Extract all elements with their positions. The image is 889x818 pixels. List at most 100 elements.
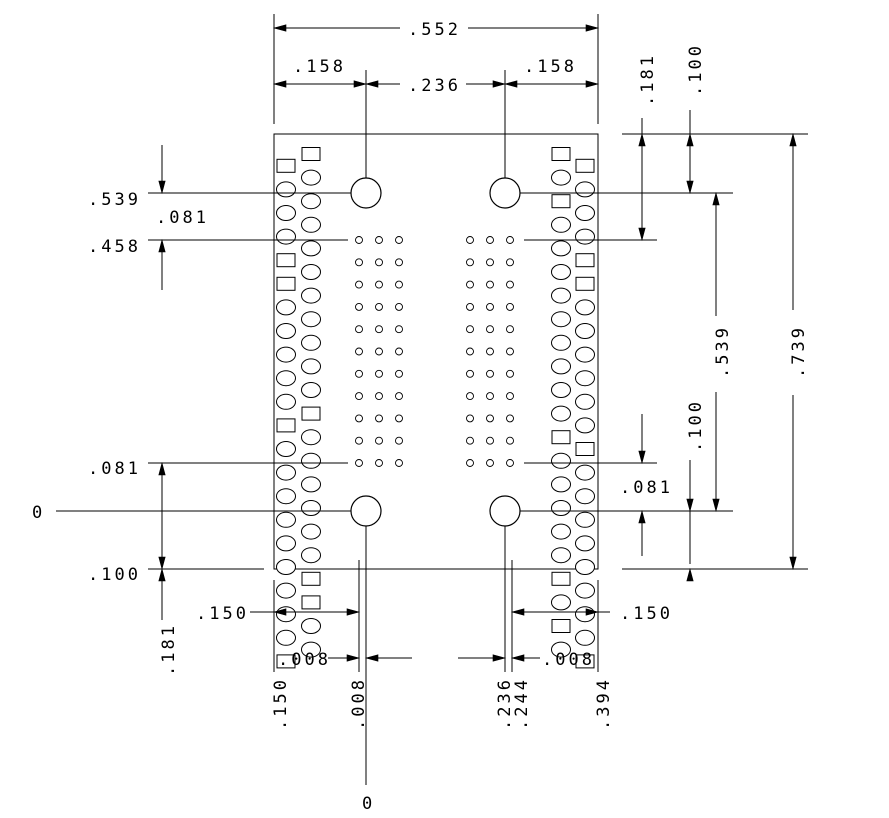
dimension-arrowhead bbox=[585, 24, 600, 32]
square-pad bbox=[551, 430, 571, 445]
right-pad-column bbox=[551, 147, 595, 669]
pin-hole bbox=[466, 436, 474, 445]
dimension-arrowhead bbox=[638, 132, 646, 147]
oval-pad bbox=[276, 228, 296, 245]
oval-pad bbox=[276, 346, 296, 363]
oval-pad bbox=[575, 181, 595, 198]
pin-hole bbox=[486, 236, 494, 244]
oval-pad bbox=[301, 193, 321, 210]
pin-hole bbox=[375, 414, 383, 423]
oval-pad bbox=[301, 382, 321, 398]
pin-hole bbox=[466, 236, 474, 244]
pin-hole bbox=[375, 325, 383, 334]
oval-pad bbox=[301, 311, 321, 328]
dim-bottom-zero: 0 bbox=[362, 794, 375, 814]
pin-hole bbox=[355, 258, 363, 267]
pin-hole bbox=[466, 302, 474, 311]
oval-pad bbox=[551, 523, 571, 540]
left-pad-column bbox=[276, 147, 321, 669]
dimension-arrowhead bbox=[272, 24, 287, 32]
pin-hole bbox=[486, 325, 494, 334]
oval-pad bbox=[276, 323, 296, 339]
oval-pad bbox=[301, 334, 321, 351]
oval-pad bbox=[575, 299, 595, 316]
pin-hole bbox=[395, 436, 403, 445]
pin-hole bbox=[375, 459, 383, 467]
dimension-arrowhead bbox=[346, 654, 361, 662]
dim-bottom-right-008: .008 bbox=[542, 650, 595, 670]
pin-hole bbox=[466, 347, 474, 356]
dim-right-539: .539 bbox=[713, 325, 733, 378]
oval-pad bbox=[551, 547, 571, 564]
oval-pad bbox=[301, 287, 321, 304]
dimension-arrowhead bbox=[158, 461, 166, 476]
dimension-arrowhead bbox=[638, 227, 646, 242]
dimension-arrowhead bbox=[712, 191, 720, 206]
oval-pad bbox=[575, 559, 595, 575]
oval-pad bbox=[551, 500, 571, 516]
pin-hole bbox=[466, 392, 474, 401]
right-pin-grid bbox=[466, 236, 514, 467]
pin-hole bbox=[466, 459, 474, 467]
pin-hole bbox=[486, 302, 494, 311]
square-pad bbox=[276, 654, 296, 669]
oval-pad bbox=[301, 452, 321, 469]
pin-hole bbox=[395, 280, 403, 289]
dimension-arrowhead bbox=[272, 80, 287, 88]
pin-hole bbox=[486, 280, 494, 289]
pin-hole bbox=[506, 414, 514, 423]
left-pin-grid bbox=[355, 236, 403, 467]
dimension-arrowhead bbox=[712, 498, 720, 513]
oval-pad bbox=[301, 216, 321, 233]
pin-hole bbox=[506, 436, 514, 445]
pin-hole bbox=[506, 302, 514, 311]
pin-hole bbox=[486, 258, 494, 267]
pin-hole bbox=[375, 436, 383, 445]
pin-hole bbox=[506, 325, 514, 334]
oval-pad bbox=[551, 358, 571, 375]
oval-pad bbox=[301, 547, 321, 564]
square-pad bbox=[301, 595, 321, 610]
pin-hole bbox=[375, 236, 383, 244]
square-pad bbox=[551, 619, 571, 633]
pin-hole bbox=[506, 347, 514, 356]
mounting-hole-top-left bbox=[350, 177, 382, 209]
dimension-arrowhead bbox=[510, 654, 525, 662]
pin-hole bbox=[375, 347, 383, 356]
oval-pad bbox=[301, 641, 321, 658]
oval-pad bbox=[301, 358, 321, 375]
square-pad bbox=[301, 571, 321, 586]
dimension-arrowhead bbox=[686, 498, 694, 513]
pin-hole bbox=[355, 325, 363, 334]
oval-pad bbox=[276, 488, 296, 505]
dim-left-181: .181 bbox=[159, 623, 179, 676]
oval-pad bbox=[276, 441, 296, 457]
pin-hole bbox=[506, 258, 514, 267]
dim-right-100-bottom: .100 bbox=[686, 399, 706, 452]
oval-pad bbox=[301, 500, 321, 516]
pin-hole bbox=[395, 258, 403, 267]
dimension-arrowhead bbox=[492, 80, 507, 88]
oval-pad bbox=[276, 464, 296, 481]
mounting-hole-top-right bbox=[489, 177, 521, 209]
dimension-arrowhead bbox=[158, 556, 166, 571]
mounting-hole-bottom-left bbox=[350, 495, 382, 527]
dim-overall-width: .552 bbox=[408, 20, 461, 40]
package-outline bbox=[273, 133, 599, 570]
oval-pad bbox=[551, 452, 571, 469]
pin-hole bbox=[395, 325, 403, 334]
pin-hole bbox=[466, 369, 474, 378]
dimension-arrowhead bbox=[789, 556, 797, 571]
pin-hole bbox=[486, 369, 494, 378]
oval-pad bbox=[276, 370, 296, 387]
square-pad bbox=[276, 276, 296, 291]
dim-baseline-394: .394 bbox=[594, 677, 614, 730]
dimension-arrowhead bbox=[585, 80, 600, 88]
oval-pad bbox=[276, 535, 296, 552]
dimension-arrowhead bbox=[158, 180, 166, 195]
dimension-arrowhead bbox=[364, 654, 379, 662]
dim-top-center-236: .236 bbox=[408, 76, 461, 96]
dim-right-739: .739 bbox=[789, 325, 809, 378]
pin-hole bbox=[395, 236, 403, 244]
dimension-arrowhead bbox=[638, 450, 646, 465]
